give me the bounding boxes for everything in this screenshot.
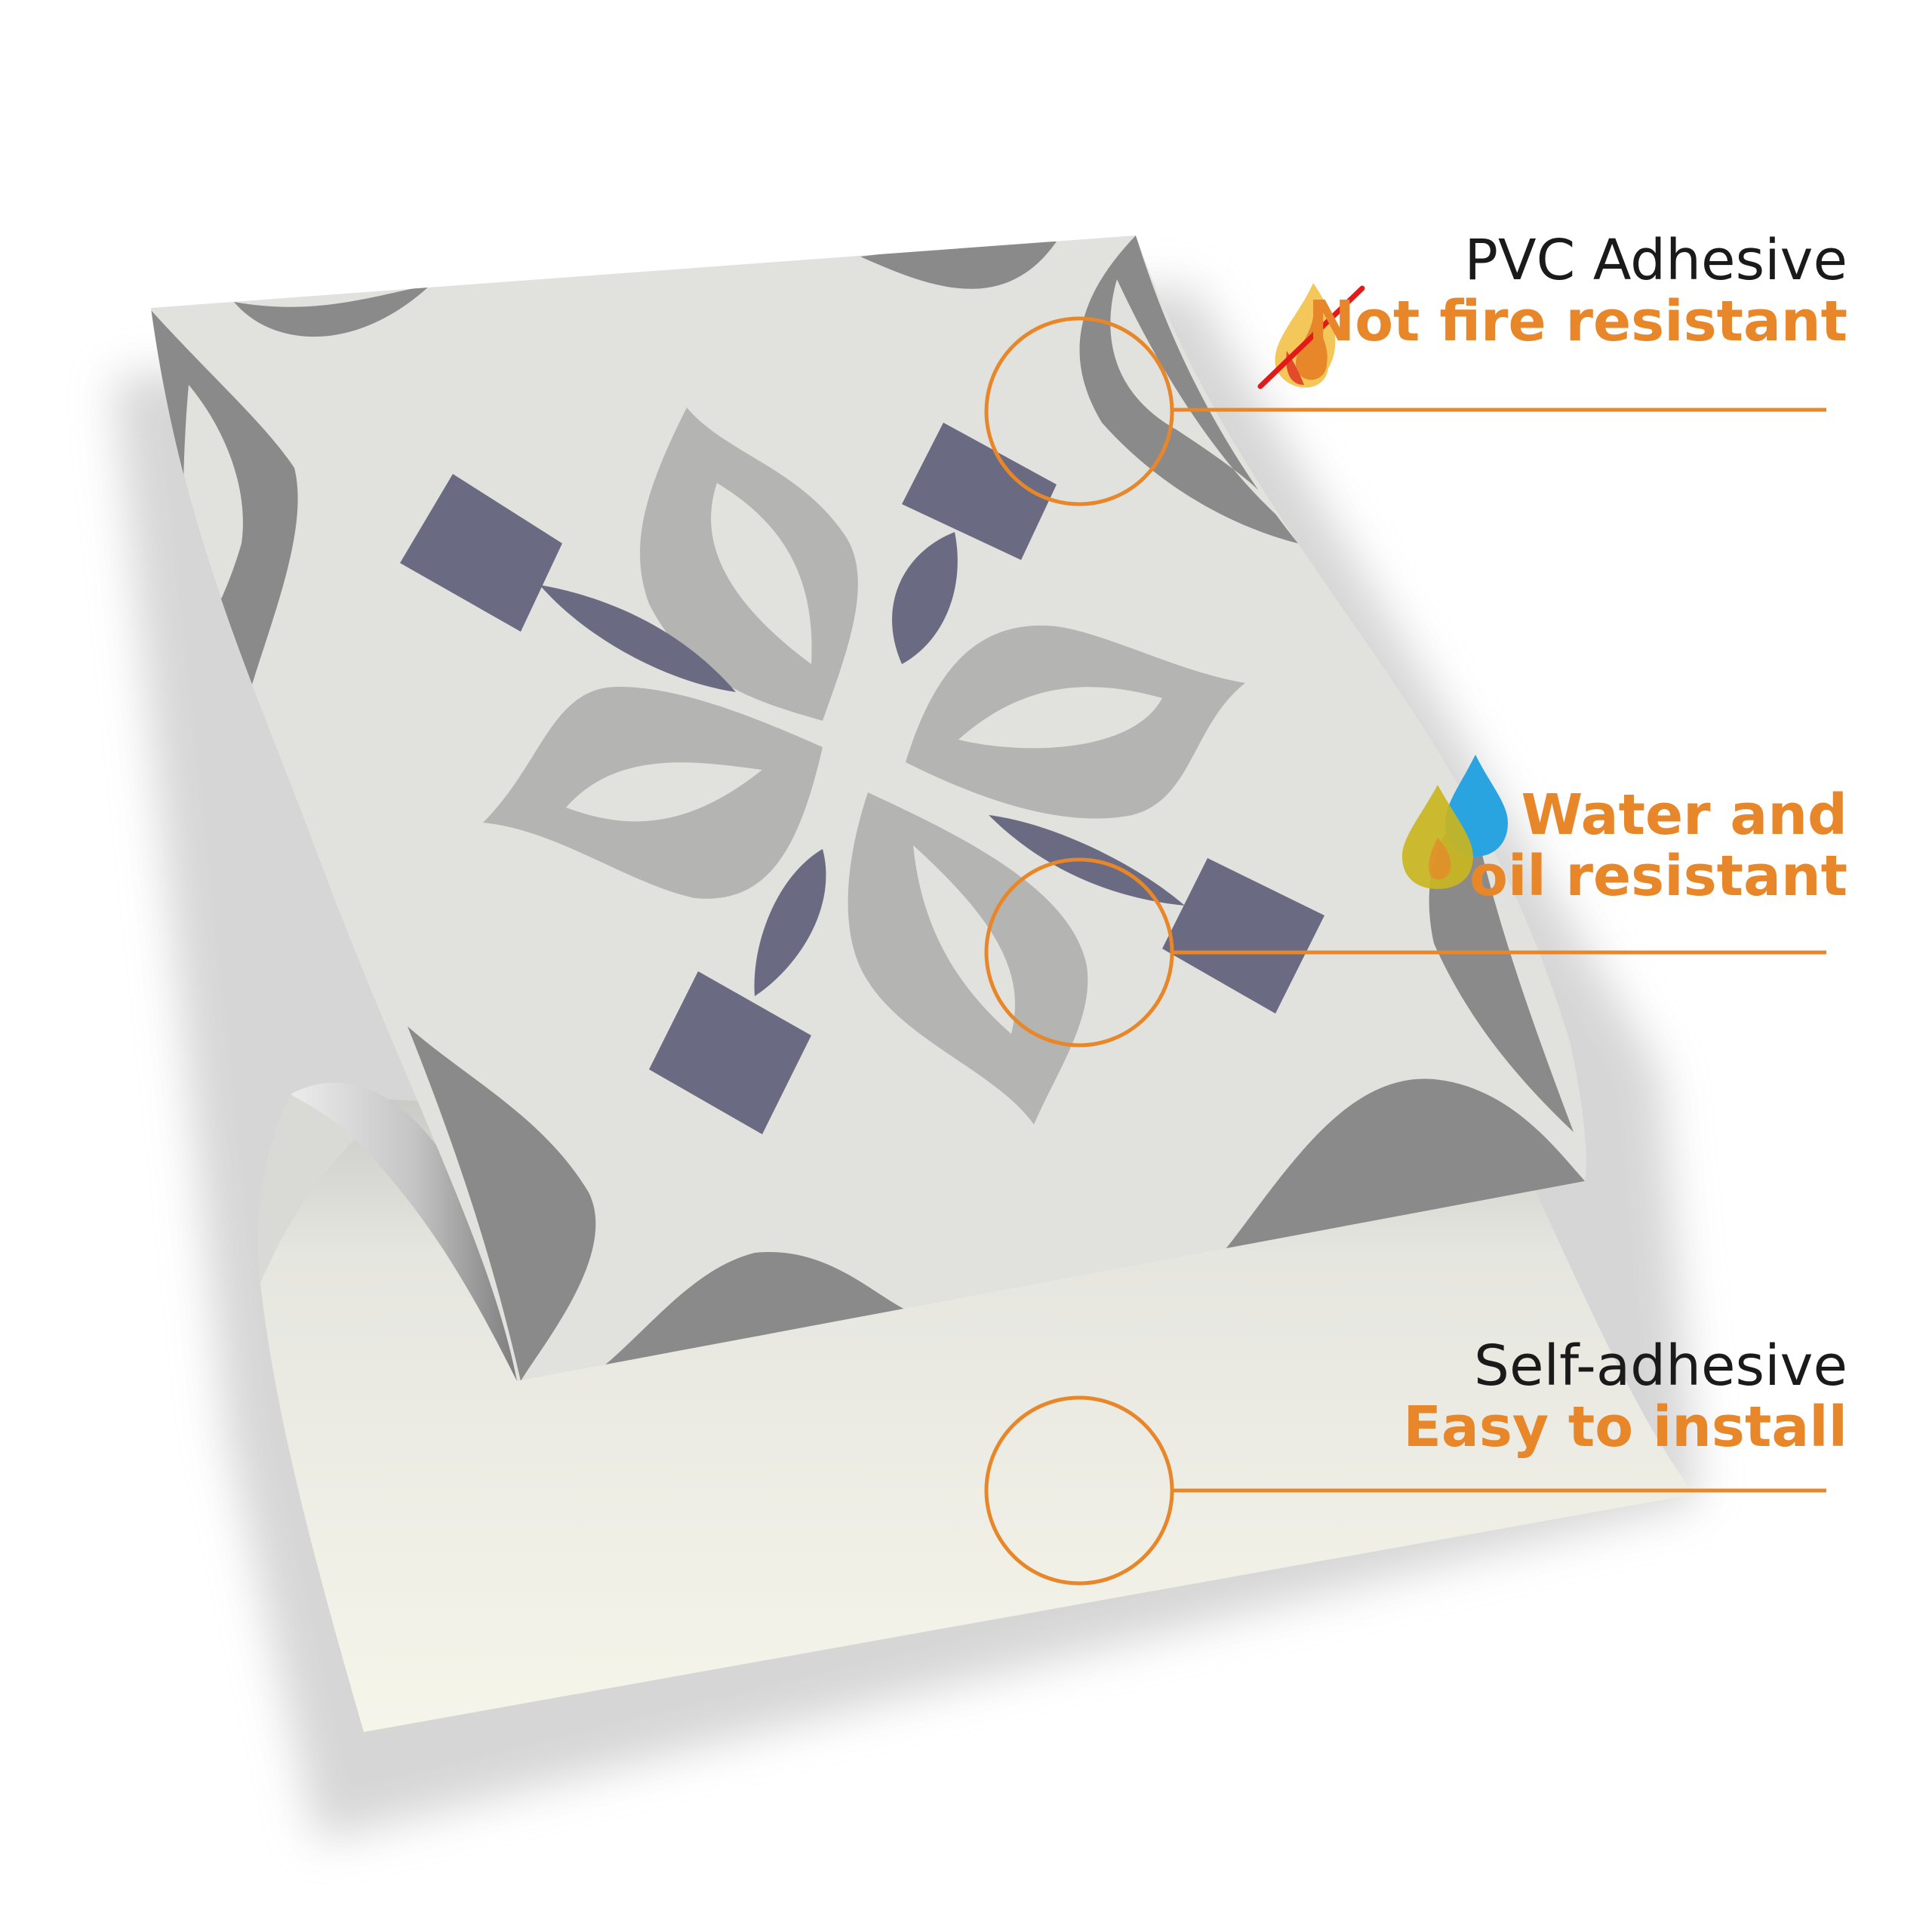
not-fire-resistant-text: Not fire resistant [1308, 289, 1847, 355]
oil-resistant-text: oil resistant [1469, 844, 1847, 909]
callout-pvc [984, 316, 1826, 506]
self-adhesive-title: Self-adhesive [1474, 1334, 1847, 1398]
callout-water [984, 857, 1826, 1048]
no-fire-icon [1257, 283, 1365, 389]
easy-to-install-text: Easy to install [1403, 1395, 1847, 1460]
pvc-adhesive-label: PVC Adhesive Not fire resistant [1308, 228, 1847, 355]
water-oil-drops-icon [1402, 755, 1508, 889]
water-oil-label: Water and oil resistant [1469, 783, 1847, 909]
callout-self [984, 1395, 1826, 1586]
tile-face [151, 235, 1586, 1381]
water-and-text: Water and [1521, 783, 1847, 848]
self-adhesive-label: Self-adhesive Easy to install [1403, 1334, 1847, 1460]
pvc-adhesive-title: PVC Adhesive [1464, 228, 1847, 293]
